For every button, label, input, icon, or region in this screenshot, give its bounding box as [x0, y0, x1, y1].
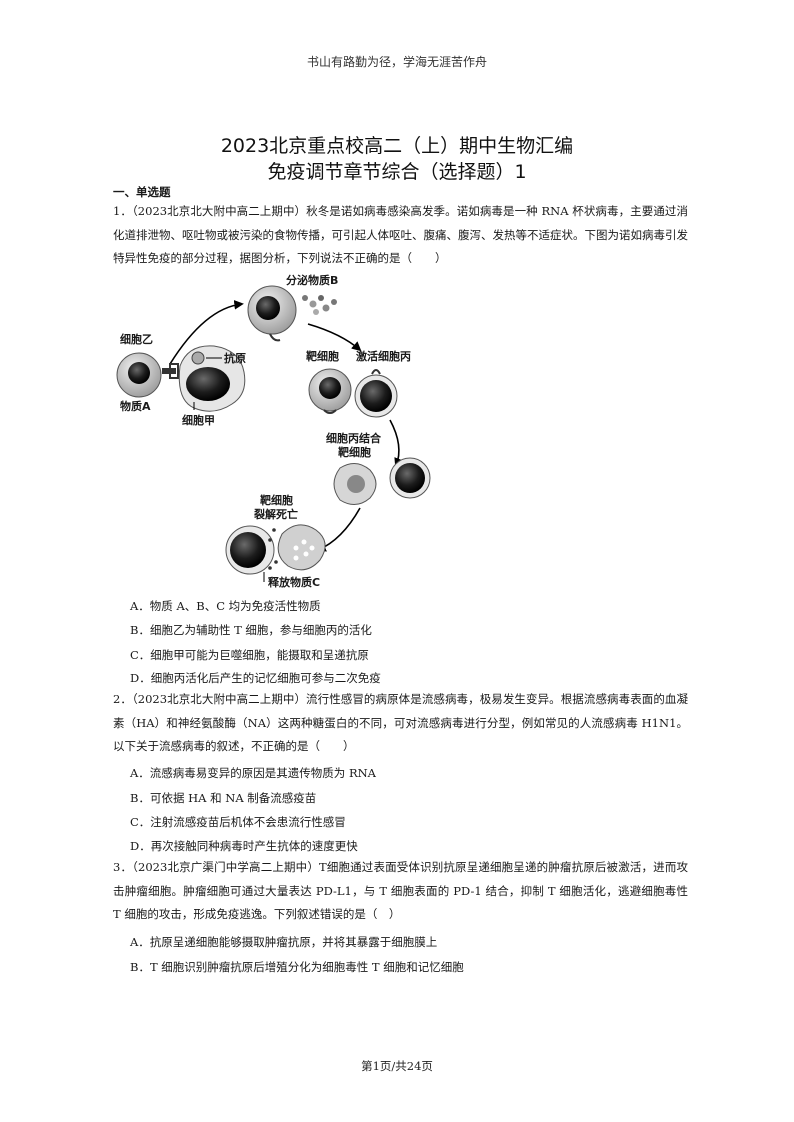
lysis-killer-cell — [225, 525, 275, 575]
q3-option-b: B．T 细胞识别肿瘤抗原后增殖分化为细胞毒性 T 细胞和记忆细胞 — [130, 960, 464, 974]
substance-b-particles — [302, 295, 337, 315]
q2-option-a: A．流感病毒易变异的原因是其遗传物质为 RNA — [130, 766, 376, 780]
activated-bing-cell — [354, 369, 398, 418]
section-heading: 一、单选题 — [113, 185, 171, 199]
top-cell — [247, 285, 297, 342]
label-antigen: 抗原 — [224, 351, 246, 365]
cell-jia — [178, 345, 246, 412]
page-subtitle: 免疫调节章节综合（选择题）1 — [267, 161, 527, 183]
lysing-target-cell — [268, 524, 326, 571]
label-substance-a: 物质A — [120, 399, 151, 413]
label-cell-yi: 细胞乙 — [120, 332, 153, 346]
q1-option-b: B．细胞乙为辅助性 T 细胞，参与细胞丙的活化 — [130, 623, 372, 637]
label-activate-bing: 激活细胞丙 — [356, 349, 411, 363]
page-title: 2023北京重点校高二（上）期中生物汇编 — [220, 135, 574, 157]
label-release-c: 释放物质C — [268, 575, 320, 589]
label-lysis-2: 裂解死亡 — [253, 507, 298, 521]
q1-option-d: D．细胞丙活化后产生的记忆细胞可参与二次免疫 — [130, 671, 381, 685]
header-motto: 书山有路勤为径，学海无涯苦作舟 — [306, 55, 487, 69]
arrow-top-to-target — [307, 323, 362, 352]
page-number: 第1页/共24页 — [361, 1059, 433, 1073]
q1-option-c: C．细胞甲可能为巨噬细胞，能摄取和呈递抗原 — [130, 648, 369, 662]
label-bing-binds-1: 细胞丙结合 — [326, 431, 382, 445]
target-cell-1 — [308, 368, 352, 414]
binding-target-cell — [333, 463, 377, 505]
cell-yi — [116, 352, 162, 398]
label-secreted-b: 分泌物质B — [286, 273, 338, 287]
question-1-stem: 1．（2023北京北大附中高二上期中）秋冬是诺如病毒感染高发季。诺如病毒是一种 … — [113, 204, 688, 265]
label-lysis-1: 靶细胞 — [260, 493, 293, 507]
q2-option-c: C．注射流感疫苗后机体不会患流行性感冒 — [130, 815, 346, 829]
q2-option-b: B．可依据 HA 和 NA 制备流感疫苗 — [130, 791, 317, 805]
immune-process-diagram: 分泌物质B 细胞乙 物质A 抗原 细胞甲 靶细胞 激活细胞丙 细胞丙结合 靶细胞 — [116, 273, 431, 589]
label-target-cell: 靶细胞 — [306, 349, 339, 363]
label-cell-jia: 细胞甲 — [182, 413, 215, 427]
q3-option-a: A．抗原呈递细胞能够摄取肿瘤抗原，并将其暴露于细胞膜上 — [130, 935, 438, 949]
question-2-stem: 2．（2023北京北大附中高二上期中）流行性感冒的病原体是流感病毒，极易发生变异… — [113, 692, 688, 753]
arrow-yi-to-top — [169, 300, 244, 365]
label-bing-binds-2: 靶细胞 — [338, 445, 371, 459]
q2-option-d: D．再次接触同种病毒时产生抗体的速度更快 — [130, 839, 358, 853]
arrow-to-binding — [389, 419, 404, 468]
substance-a — [162, 363, 179, 379]
question-3-stem: 3．（2023北京广渠门中学高二上期中）T细胞通过表面受体识别抗原呈递细胞呈递的… — [113, 860, 688, 921]
binding-bing-cell — [389, 457, 431, 499]
q1-option-a: A．物质 A、B、C 均为免疫活性物质 — [130, 599, 321, 613]
